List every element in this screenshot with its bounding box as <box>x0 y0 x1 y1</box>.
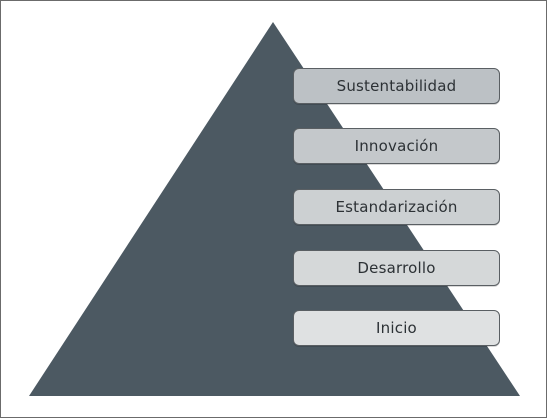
level-inicio: Inicio <box>293 310 500 346</box>
level-label: Sustentabilidad <box>336 77 457 95</box>
level-sustentabilidad: Sustentabilidad <box>293 68 500 104</box>
level-label: Desarrollo <box>357 259 436 277</box>
level-desarrollo: Desarrollo <box>293 250 500 286</box>
level-label: Estandarización <box>335 198 458 216</box>
pyramid-triangle <box>29 22 520 396</box>
level-label: Innovación <box>354 137 439 155</box>
level-label: Inicio <box>376 319 417 337</box>
level-estandarizacion: Estandarización <box>293 189 500 225</box>
level-innovacion: Innovación <box>293 128 500 164</box>
